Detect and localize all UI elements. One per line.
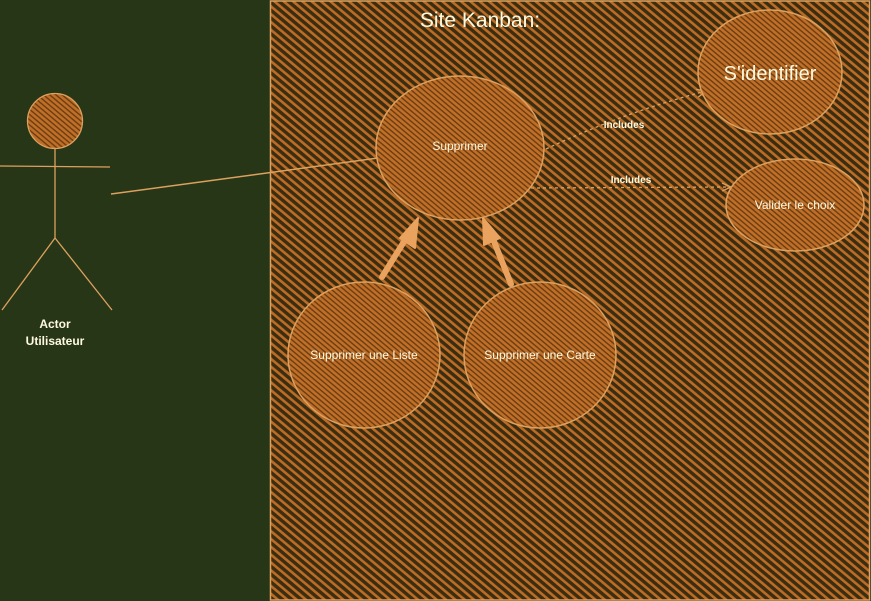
generalization-carte-supprimer[interactable] [482, 217, 514, 287]
usecase-supprimer-une-liste[interactable]: Supprimer une Liste [287, 281, 441, 429]
usecase-supprimer[interactable]: Supprimer [375, 75, 545, 221]
actor-arms [0, 165, 111, 168]
actor-utilisateur[interactable]: Actor Utilisateur [0, 92, 113, 349]
actor-label-line1: Actor [39, 317, 71, 331]
usecase-supprimer-liste-label: Supprimer une Liste [310, 348, 418, 362]
include-arrow-sidentifier[interactable] [545, 88, 708, 150]
generalization-liste-supprimer[interactable] [379, 217, 419, 280]
include-label-2: Includes [611, 175, 652, 186]
usecase-valider-label: Valider le choix [755, 198, 835, 212]
actor-label-line2: Utilisateur [26, 334, 85, 348]
actor-legs [1, 237, 113, 311]
usecase-sidentifier[interactable]: S'identifier [697, 9, 843, 135]
usecase-supprimer-carte-label: Supprimer une Carte [484, 348, 596, 362]
usecase-supprimer-label: Supprimer [432, 139, 487, 153]
association-actor-supprimer[interactable] [110, 157, 379, 195]
system-title: Site Kanban: [420, 9, 540, 32]
usecase-valider-le-choix[interactable]: Valider le choix [725, 158, 865, 252]
usecase-sidentifier-label: S'identifier [724, 63, 817, 85]
usecase-supprimer-une-carte[interactable]: Supprimer une Carte [463, 281, 617, 429]
actor-head [26, 92, 84, 150]
include-label-1: Includes [604, 120, 645, 131]
